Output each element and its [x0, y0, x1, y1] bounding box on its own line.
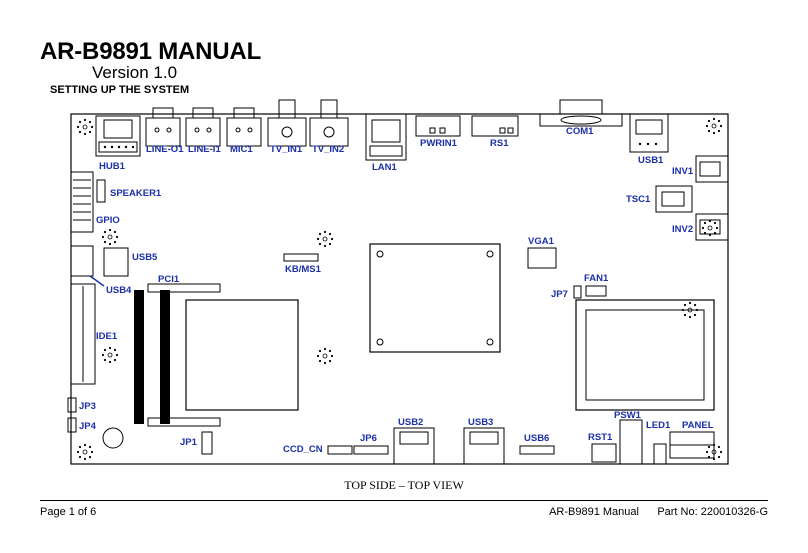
- ccd-cn-header: [327, 445, 353, 455]
- label-usb3: USB3: [468, 417, 493, 428]
- psw1-switch: [619, 419, 643, 465]
- usb5-header: [103, 247, 129, 277]
- inv2-connector: [695, 213, 729, 241]
- label-pwrin1: PWRIN1: [420, 138, 458, 149]
- label-line-i1: LINE-I1: [188, 144, 221, 155]
- label-tv-in2: TV_IN2: [312, 144, 344, 155]
- usb6-header: [519, 445, 555, 455]
- pwrin1-connector: [415, 115, 461, 137]
- chipset-left: [185, 299, 299, 411]
- panel-header: [669, 431, 715, 459]
- label-fan1: FAN1: [584, 273, 609, 284]
- page-title: AR-B9891 MANUAL: [40, 38, 262, 65]
- label-jp6: JP6: [360, 433, 377, 444]
- figure-caption: TOP SIDE – TOP VIEW: [344, 478, 464, 492]
- usb4-header: [70, 245, 94, 277]
- label-tsc1: TSC1: [626, 194, 651, 205]
- label-lan1: LAN1: [372, 162, 398, 173]
- label-ccd-cn: CCD_CN: [283, 444, 323, 455]
- cpu-socket: [575, 299, 715, 411]
- label-led1: LED1: [646, 420, 671, 431]
- label-inv2: INV2: [672, 224, 693, 235]
- label-usb2: USB2: [398, 417, 423, 428]
- label-pci1: PCI1: [158, 274, 180, 285]
- label-panel: PANEL: [682, 420, 714, 431]
- tsc1-connector: [655, 185, 693, 213]
- label-usb6: USB6: [524, 433, 549, 444]
- label-kbms1: KB/MS1: [285, 264, 322, 275]
- label-line-o1: LINE-O1: [146, 144, 184, 155]
- hub1-connector: [95, 115, 141, 157]
- chipset-center: [369, 243, 501, 353]
- rst1-button: [591, 443, 617, 463]
- usb3-connector: [463, 427, 505, 465]
- jp6-jumper: [353, 445, 389, 455]
- label-com1: COM1: [566, 126, 594, 137]
- footer-page-number: Page 1 of 6: [40, 506, 97, 518]
- com1-connector: [539, 99, 623, 127]
- speaker1-header: [96, 179, 106, 203]
- label-psw1: PSW1: [614, 410, 642, 421]
- footer-manual-info: AR-B9891 Manual Part No: 220010326-G: [549, 506, 768, 518]
- gpio-header: [70, 171, 94, 233]
- label-jp4: JP4: [79, 421, 97, 432]
- rs1-connector: [471, 115, 519, 137]
- vga1-header: [527, 247, 557, 269]
- buzzer: [102, 427, 124, 449]
- label-speaker1: SPEAKER1: [110, 188, 162, 199]
- jp4-jumper: [67, 417, 77, 433]
- label-usb1: USB1: [638, 155, 664, 166]
- version-text: Version 1.0: [92, 63, 178, 82]
- led1-indicator: [653, 443, 667, 465]
- section-heading: SETTING UP THE SYSTEM: [50, 84, 190, 96]
- inv1-connector: [695, 155, 729, 183]
- label-vga1: VGA1: [528, 236, 555, 247]
- pci1-slot: [134, 283, 221, 427]
- label-usb5: USB5: [132, 252, 158, 263]
- label-usb4: USB4: [106, 285, 132, 296]
- usb1-connector: [629, 113, 669, 153]
- label-rst1: RST1: [588, 432, 613, 443]
- jp1-jumper: [201, 431, 213, 455]
- label-hub1: HUB1: [99, 161, 126, 172]
- footer-divider: [40, 500, 768, 501]
- jp7-jumper: [573, 285, 582, 299]
- label-gpio: GPIO: [96, 215, 120, 226]
- label-jp7: JP7: [551, 289, 568, 300]
- label-mic1: MIC1: [230, 144, 253, 155]
- fan1-header: [585, 285, 607, 297]
- label-ide1: IDE1: [96, 331, 118, 342]
- usb2-connector: [393, 427, 435, 465]
- footer-manual-name: AR-B9891 Manual: [549, 506, 639, 518]
- ide1-header: [70, 283, 96, 385]
- lan1-connector: [365, 113, 407, 161]
- label-jp3: JP3: [79, 401, 96, 412]
- footer-part-number: Part No: 220010326-G: [657, 506, 768, 518]
- label-jp1: JP1: [180, 437, 198, 448]
- label-tv-in1: TV_IN1: [270, 144, 303, 155]
- label-rs1: RS1: [490, 138, 509, 149]
- kbms1-header: [283, 253, 319, 262]
- label-inv1: INV1: [672, 166, 694, 177]
- tv-inputs: [267, 99, 349, 147]
- jp3-jumper: [67, 397, 77, 413]
- audio-jacks: [145, 107, 262, 147]
